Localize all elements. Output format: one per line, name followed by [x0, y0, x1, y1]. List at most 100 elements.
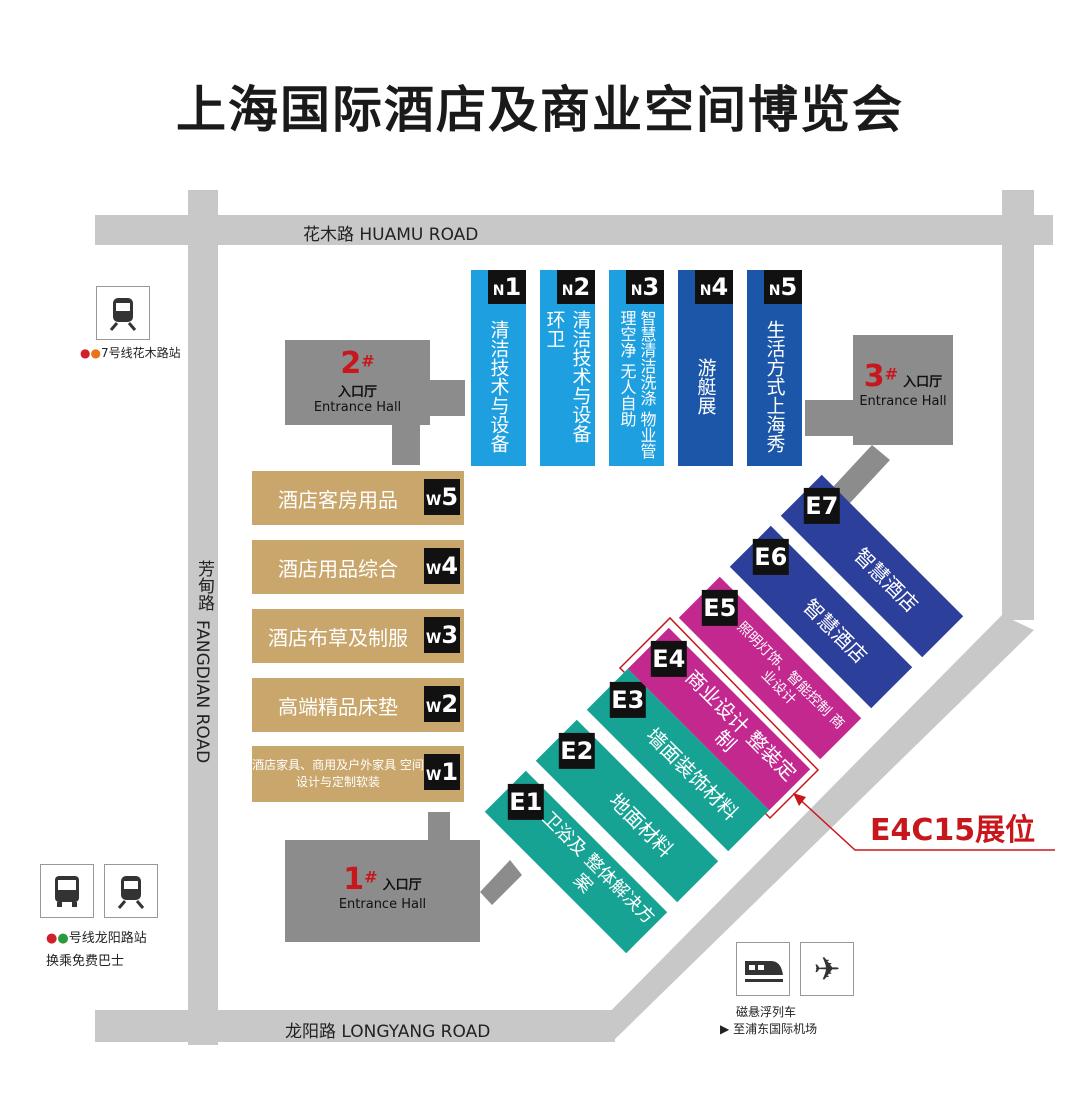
airplane-icon: ✈ [800, 942, 854, 996]
hall-tag: E7 [803, 487, 840, 524]
tag-letter: W [425, 631, 442, 647]
hall-w5[interactable]: 酒店客房用品 W5 [252, 471, 464, 525]
line2-icon: ● [57, 931, 69, 946]
callout-arrow-icon [793, 793, 806, 806]
hall-tag: E5 [701, 589, 738, 626]
tag-letter: W [425, 768, 442, 784]
tag-number: 1 [441, 758, 459, 786]
airport-text: 至浦东国际机场 [733, 1022, 818, 1036]
hall-tag: N2 [557, 270, 595, 304]
hall-label: 清洁技术与设备 环卫 [543, 310, 592, 443]
callout-line [794, 794, 1055, 851]
hall-tag: N3 [626, 270, 664, 304]
entrance-hall-3[interactable]: 3# 入口厅 Entrance Hall [853, 335, 953, 445]
entrance-connector [805, 400, 855, 436]
metro-logo-icon: ● [46, 931, 58, 946]
booth-callout: E4C15展位 [870, 813, 1036, 848]
longyang-road [95, 1010, 615, 1042]
hall-n1[interactable]: N1 清洁技术与设备 [471, 270, 526, 466]
hall-tag: E3 [609, 681, 646, 718]
bus-note: 换乘免费巴士 [46, 954, 125, 969]
play-icon: ▶ [720, 1022, 730, 1036]
entrance-connector [832, 445, 890, 503]
entrance-hall-1[interactable]: 1# 入口厅 Entrance Hall [285, 840, 480, 942]
road-label-huamu: 花木路 HUAMU ROAD [303, 225, 479, 245]
tag-letter: W [425, 562, 442, 578]
hall-label: 智慧清洁洗涤 物业管理空净 无人自助 [617, 310, 657, 460]
hall-label: 酒店客房用品 [278, 487, 398, 512]
entrance-en: Entrance Hall [859, 394, 947, 409]
fangdian-road [188, 190, 218, 1045]
maglev-icon [736, 942, 790, 996]
hall-n2[interactable]: N2 清洁技术与设备 环卫 [540, 270, 595, 466]
tag-letter: N [561, 283, 574, 299]
entrance-connector [430, 380, 465, 416]
hall-n3[interactable]: N3 智慧清洁洗涤 物业管理空净 无人自助 [609, 270, 664, 466]
hall-n5[interactable]: N5 生活方式上海秀 [747, 270, 802, 466]
hall-tag: W3 [424, 617, 460, 653]
airport-label: ▶ 至浦东国际机场 [720, 1020, 817, 1037]
tag-number: 1 [504, 273, 522, 301]
tag-number: 5 [780, 273, 798, 301]
hall-label: 清洁技术与设备 [487, 319, 510, 453]
road-label-fangdian-en: FANGDIAN ROAD [192, 620, 212, 764]
metro-icon [96, 286, 150, 340]
entrance-connector [480, 860, 522, 905]
entrance-hall-2[interactable]: 2# 入口厅 Entrance Hall [285, 340, 430, 425]
line7-icon: ● [90, 346, 101, 360]
tag-number: 2 [573, 273, 591, 301]
entrance-connector [428, 812, 450, 842]
tag-number: 2 [441, 690, 459, 718]
tag-letter: N [768, 283, 781, 299]
tag-letter: W [425, 493, 442, 509]
hall-tag: N5 [764, 270, 802, 304]
hall-tag: W5 [424, 479, 460, 515]
hash-mark: # [361, 351, 375, 371]
tag-letter: N [699, 283, 712, 299]
hall-tag: W4 [424, 548, 460, 584]
metro-icon [104, 864, 158, 918]
bus-icon [40, 864, 94, 918]
hall-label: 生活方式上海秀 [763, 319, 786, 453]
page-title: 上海国际酒店及商业空间博览会 [176, 81, 904, 139]
hall-number: 3 [863, 359, 885, 394]
tag-letter: N [492, 283, 505, 299]
hall-label: 游艇展 [694, 357, 717, 415]
hall-w4[interactable]: 酒店用品综合 W4 [252, 540, 464, 594]
metro-north-text: 7号线花木路站 [100, 346, 181, 360]
entrance-cn: 入口厅 [382, 878, 422, 893]
hall-label: 酒店用品综合 [278, 556, 398, 581]
hall-w3[interactable]: 酒店布草及制服 W3 [252, 609, 464, 663]
hall-tag: E2 [558, 732, 595, 769]
hall-tag: E6 [752, 538, 789, 575]
metro-south-label: ●●号线龙阳路站 [46, 927, 147, 946]
hall-label: 酒店家具、商用及户外家具 空间设计与定制软装 [252, 758, 424, 789]
diagonal-road [580, 615, 1034, 1042]
hall-tag: N1 [488, 270, 526, 304]
hall-tag: E4 [650, 640, 687, 677]
hall-w2[interactable]: 高端精品床垫 W2 [252, 678, 464, 732]
entrance-en: Entrance Hall [338, 897, 427, 912]
hash-mark: # [364, 867, 378, 887]
maglev-label: 磁悬浮列车 [736, 1005, 797, 1019]
tag-letter: W [425, 700, 442, 716]
tag-number: 4 [441, 552, 459, 580]
entrance-en: Entrance Hall [313, 400, 402, 415]
road-label-fangdian-cn: 芳甸路 [194, 560, 214, 611]
tag-number: 3 [642, 273, 660, 301]
tag-letter: N [630, 283, 643, 299]
tag-number: 5 [441, 483, 459, 511]
tag-number: 3 [441, 621, 459, 649]
entrance-cn: 入口厅 [903, 375, 943, 390]
road-label-longyang: 龙阳路 LONGYANG ROAD [285, 1022, 491, 1042]
hall-tag: W2 [424, 686, 460, 722]
entrance-cn: 入口厅 [337, 385, 377, 400]
hall-label: 酒店布草及制服 [268, 625, 408, 650]
metro-north-label: ●●7号线花木路站 [80, 344, 181, 361]
metro-south-text: 号线龙阳路站 [68, 931, 147, 946]
hall-tag: W1 [424, 754, 460, 790]
hall-label: 高端精品床垫 [278, 694, 398, 719]
